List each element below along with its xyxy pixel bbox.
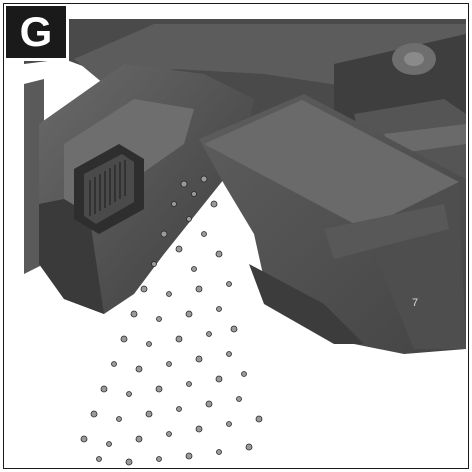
dust-flap [199,94,466,354]
dust-stream [80,175,263,466]
tool-illustration: 7 [24,19,466,466]
clip-connector [74,144,144,234]
part-number: 7 [412,297,418,309]
figure-label: G [19,8,53,55]
figure-label-badge: G [6,6,69,61]
